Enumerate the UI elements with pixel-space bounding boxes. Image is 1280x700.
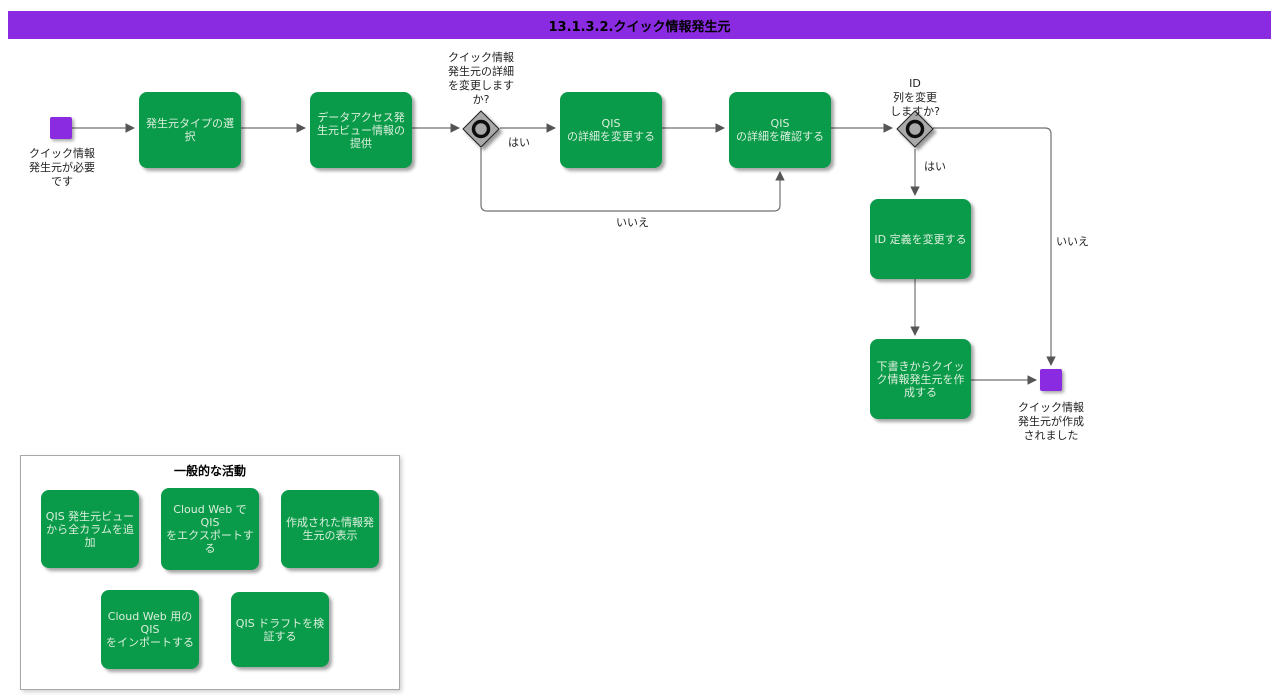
- step-provide-view-info[interactable]: データアクセス発 生元ビュー情報の 提供: [310, 92, 412, 168]
- edge-label-yes-1: はい: [508, 136, 530, 149]
- step-confirm-qis-details[interactable]: QIS の詳細を確認する: [729, 92, 831, 168]
- edge-label-no-1: いいえ: [616, 216, 649, 229]
- activity-import-qis[interactable]: Cloud Web 用の QIS をインポートする: [101, 590, 199, 669]
- step-change-id-definition[interactable]: ID 定義を変更する: [870, 199, 971, 279]
- diagram-title: 13.1.3.2.クイック情報発生元: [548, 19, 731, 35]
- decision-change-details-label: クイック情報 発生元の詳細 を変更します か?: [448, 51, 514, 106]
- connector-decision2-no-to-end: [933, 127, 1056, 366]
- step-select-source-type[interactable]: 発生元タイプの選 択: [139, 92, 241, 168]
- end-node-label: クイック情報 発生元が作成 されました: [1018, 401, 1084, 442]
- start-node-label: クイック情報 発生元が必要 です: [29, 147, 95, 188]
- decision-change-id-label: ID 列を変更 しますか?: [890, 77, 940, 118]
- decision-change-details[interactable]: [462, 110, 500, 148]
- edge-label-no-2: いいえ: [1056, 235, 1089, 248]
- edge-label-yes-2: はい: [924, 160, 946, 173]
- end-node: [1040, 369, 1062, 391]
- start-node: [50, 117, 72, 139]
- common-activities-title: 一般的な活動: [173, 464, 246, 478]
- connector-decision1-no-loop: [480, 148, 785, 212]
- step-change-qis-details[interactable]: QIS の詳細を変更する: [560, 92, 662, 168]
- diagram-title-bar: 13.1.3.2.クイック情報発生元: [8, 11, 1271, 39]
- activity-validate-qis-draft[interactable]: QIS ドラフトを検 証する: [231, 592, 329, 667]
- decision-change-id[interactable]: [896, 110, 934, 148]
- step-create-from-draft[interactable]: 下書きからクイッ ク情報発生元を作 成する: [870, 339, 971, 419]
- activity-add-all-columns[interactable]: QIS 発生元ビュー から全カラムを追 加: [41, 490, 139, 568]
- activity-view-created-source[interactable]: 作成された情報発 生元の表示: [281, 490, 379, 568]
- activity-export-qis[interactable]: Cloud Web で QIS をエクスポートす る: [161, 488, 259, 570]
